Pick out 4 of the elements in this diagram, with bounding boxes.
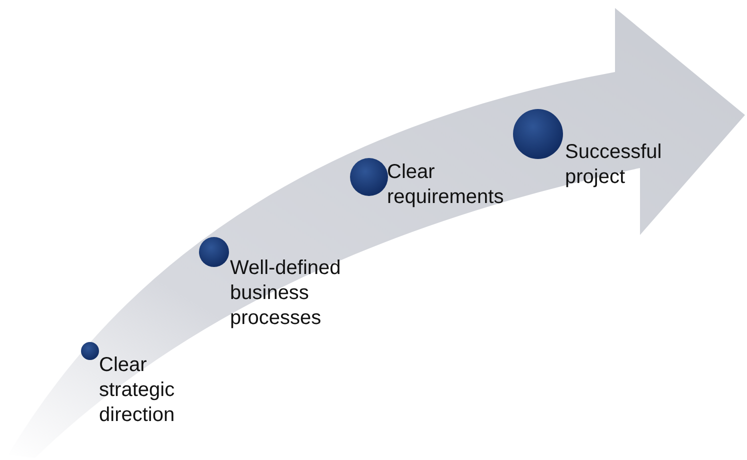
milestone-label: Well-defined business processes xyxy=(230,256,342,331)
milestone-label: Clear requirements xyxy=(387,160,505,210)
milestone-label: Clear strategic direction xyxy=(99,353,176,428)
milestone-label: Successful project xyxy=(565,140,663,190)
